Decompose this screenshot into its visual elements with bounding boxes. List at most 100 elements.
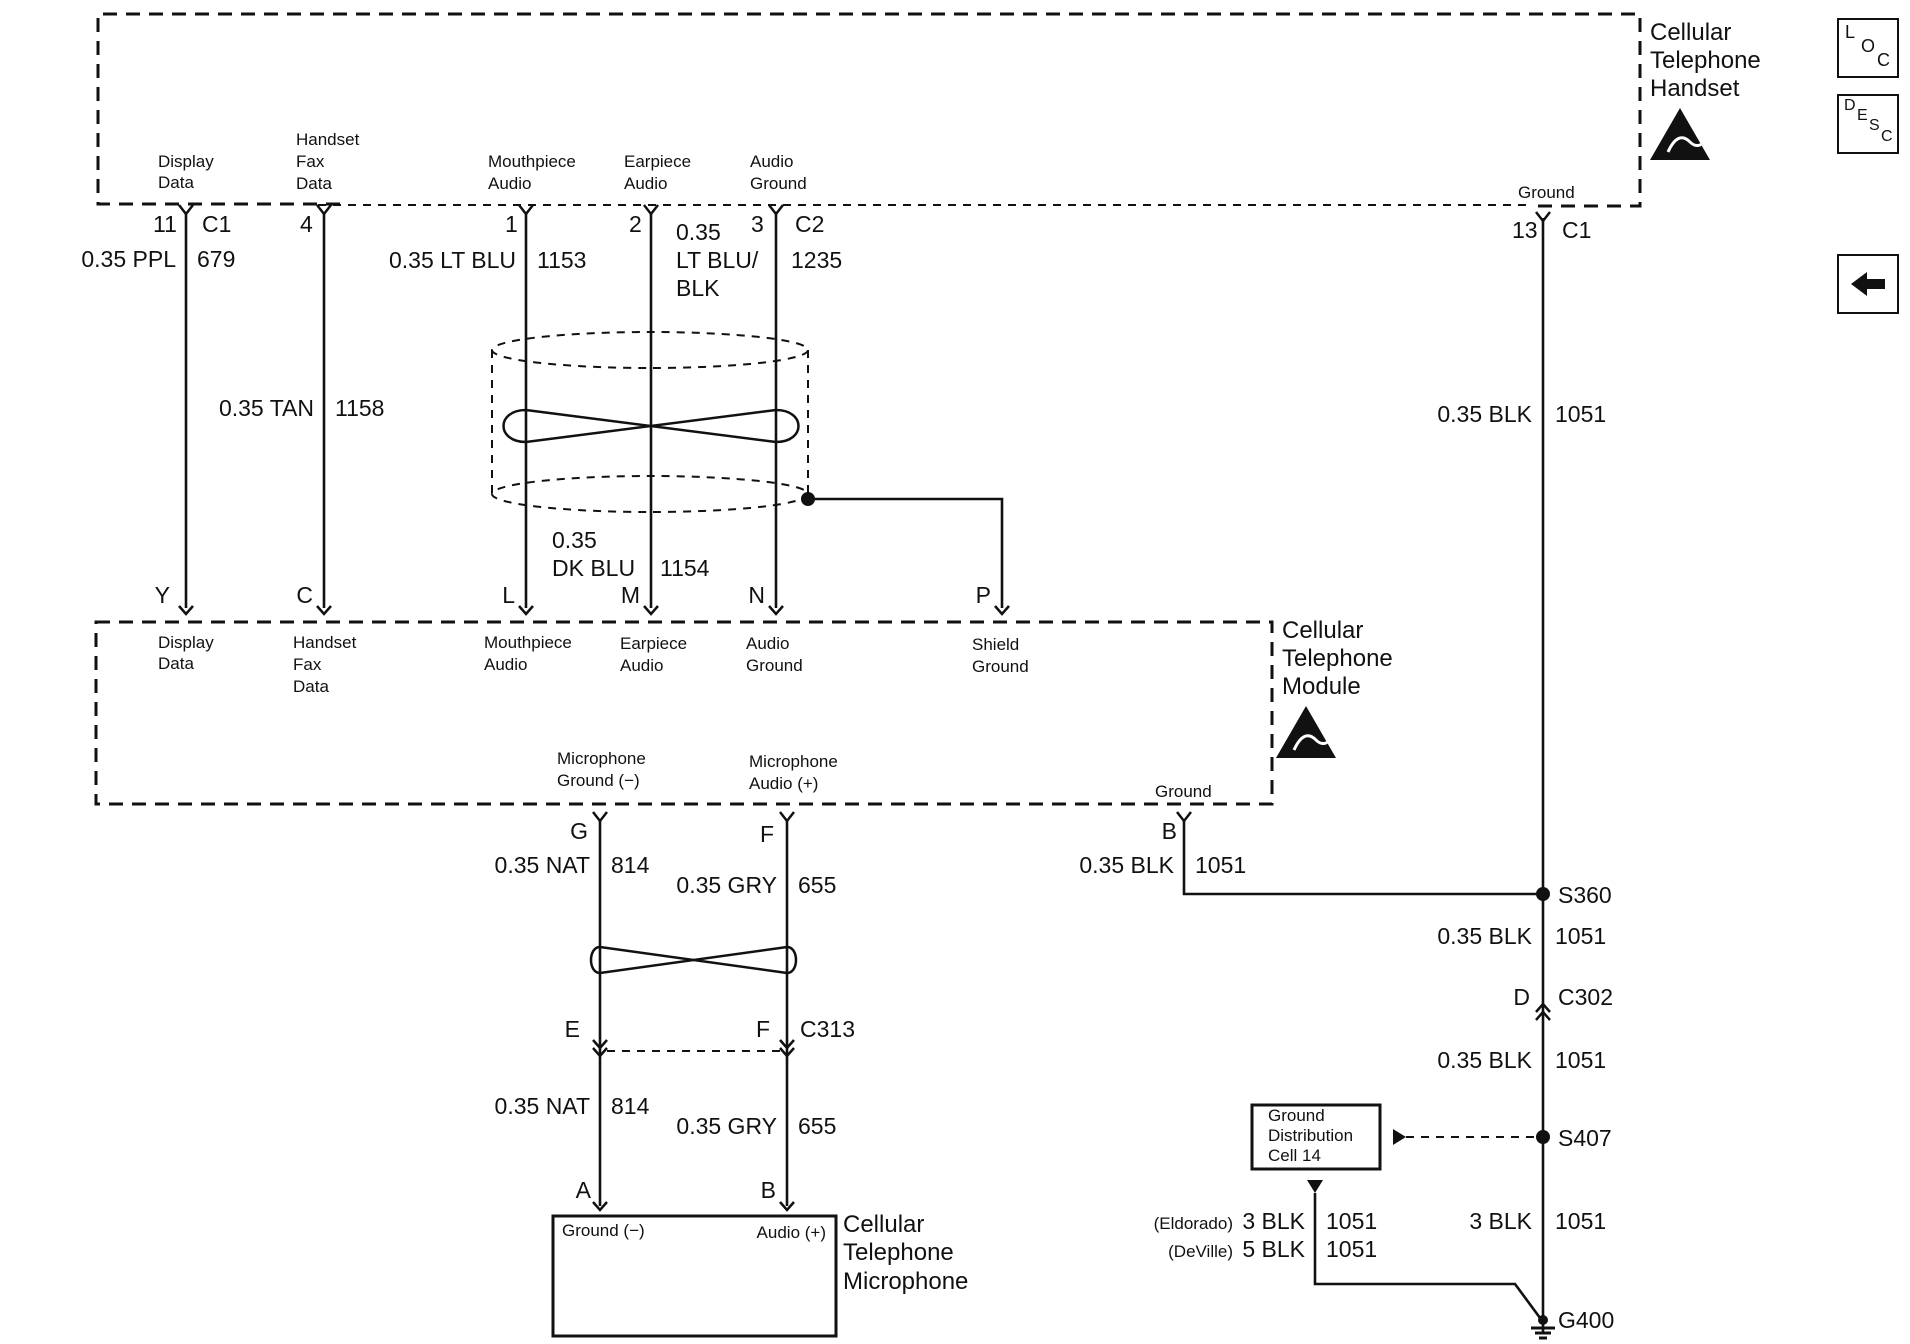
svg-text:Data: Data <box>293 677 329 696</box>
wire-655-a-label: 0.35 GRY 655 <box>676 872 836 898</box>
svg-text:1051: 1051 <box>1326 1236 1377 1262</box>
splice-s360: S360 <box>1536 882 1612 908</box>
module-pin-m-label: Earpiece Audio <box>620 634 687 675</box>
module-pin-p: P <box>976 582 991 608</box>
desc-letter-c: C <box>1881 128 1893 145</box>
svg-text:0.35 BLK: 0.35 BLK <box>1437 401 1532 427</box>
svg-text:Shield: Shield <box>972 635 1019 654</box>
wire-1153-label: 0.35 LT BLU 1153 <box>389 247 586 273</box>
svg-text:Audio: Audio <box>746 634 789 653</box>
pin-11: 11 <box>153 211 177 237</box>
svg-text:Data: Data <box>296 174 332 193</box>
desc-letter-d: D <box>1844 97 1856 114</box>
mic-pin-b: B <box>761 1177 776 1203</box>
module-pin-b: B <box>1162 818 1177 844</box>
connector-chevrons-top <box>178 204 1551 224</box>
c313-name: C313 <box>800 1016 855 1042</box>
module-pin-m: M <box>621 582 640 608</box>
loc-letter-l: L <box>1845 22 1856 42</box>
svg-text:Microphone: Microphone <box>843 1268 968 1295</box>
wire-679-label: 0.35 PPL 679 <box>81 246 235 272</box>
svg-text:1051: 1051 <box>1326 1208 1377 1234</box>
svg-text:Telephone: Telephone <box>843 1239 954 1266</box>
ground-dist-link <box>1393 1129 1536 1145</box>
svg-text:Ground: Ground <box>972 657 1029 676</box>
svg-text:Data: Data <box>158 173 194 192</box>
svg-text:5 BLK: 5 BLK <box>1242 1236 1305 1262</box>
desc-letter-s: S <box>1869 117 1880 134</box>
svg-text:0.35 NAT: 0.35 NAT <box>495 852 590 878</box>
ground-g400-icon <box>1531 1315 1555 1340</box>
back-button[interactable] <box>1837 254 1899 314</box>
module-pin-c-label: Handset Fax Data <box>293 633 357 696</box>
splice-s407: S407 <box>1536 1125 1612 1151</box>
module-pin-n-label: Audio Ground <box>746 634 803 675</box>
svg-text:0.35 GRY: 0.35 GRY <box>676 1113 777 1139</box>
connector-chevrons-module-bottom <box>592 811 1192 824</box>
description-button[interactable]: D E S C <box>1837 94 1899 154</box>
wire-814-b-label: 0.35 NAT 814 <box>495 1093 650 1119</box>
svg-text:Cellular: Cellular <box>843 1211 924 1238</box>
wire-1051-c-label: 0.35 BLK 1051 <box>1437 923 1606 949</box>
svg-text:Ground: Ground <box>1268 1106 1325 1125</box>
handset-name: Cellular Telephone Handset <box>1650 19 1761 102</box>
handset-pin-3-label: Audio Ground <box>750 152 807 193</box>
shield-drain-wire <box>801 492 1004 608</box>
svg-text:1051: 1051 <box>1195 852 1246 878</box>
c313-pin-f: F <box>756 1016 770 1042</box>
svg-text:Ground: Ground <box>750 174 807 193</box>
mic-pin-a-label: Ground (−) <box>562 1221 645 1240</box>
handset-pin-11-label: Display Data <box>158 152 214 192</box>
svg-text:1153: 1153 <box>537 247 586 273</box>
svg-text:679: 679 <box>197 246 235 272</box>
microphone-outline <box>551 1214 838 1338</box>
wire-1051-d-label: 0.35 BLK 1051 <box>1437 1047 1606 1073</box>
svg-text:0.35 BLK: 0.35 BLK <box>1437 1047 1532 1073</box>
svg-text:Telephone: Telephone <box>1282 645 1393 672</box>
wire-1235-label: 0.35 LT BLU/ BLK 1235 <box>676 219 842 301</box>
svg-text:Telephone: Telephone <box>1650 47 1761 74</box>
conn-c2: C2 <box>795 211 824 237</box>
back-arrow-icon <box>1851 272 1885 296</box>
handset-pin-1-label: Mouthpiece Audio <box>488 152 576 193</box>
pin-3: 3 <box>751 211 764 237</box>
twisted-pair-symbol <box>502 408 800 444</box>
svg-text:1051: 1051 <box>1555 1047 1606 1073</box>
svg-text:1154: 1154 <box>660 555 710 581</box>
svg-text:3 BLK: 3 BLK <box>1469 1208 1532 1234</box>
svg-text:S360: S360 <box>1558 882 1612 908</box>
svg-text:D: D <box>1513 984 1530 1010</box>
wire-1051-dev-label: (DeVille) 5 BLK 1051 <box>1168 1236 1377 1262</box>
location-button[interactable]: L O C <box>1837 18 1899 78</box>
svg-text:0.35 PPL: 0.35 PPL <box>81 246 176 272</box>
wire-1051-b-label: 0.35 BLK 1051 <box>1079 852 1246 878</box>
svg-text:Data: Data <box>158 654 194 673</box>
module-pin-l-label: Mouthpiece Audio <box>484 633 572 674</box>
svg-text:Display: Display <box>158 152 214 171</box>
esd-sensitive-icon <box>1276 706 1336 758</box>
svg-text:Audio (+): Audio (+) <box>749 774 818 793</box>
svg-text:LT BLU/: LT BLU/ <box>676 247 759 273</box>
svg-text:Audio: Audio <box>488 174 531 193</box>
ground-dist-down-arrow <box>1307 1180 1545 1323</box>
esd-sensitive-icon <box>1650 108 1710 160</box>
connector-chevrons-module-top <box>178 605 1010 616</box>
svg-text:Audio: Audio <box>750 152 793 171</box>
svg-text:Handset: Handset <box>1650 75 1740 102</box>
handset-outline <box>96 12 1642 208</box>
wire-1051-module <box>1182 820 1543 896</box>
pin-2: 2 <box>629 211 642 237</box>
svg-text:1051: 1051 <box>1555 1208 1606 1234</box>
pin-1: 1 <box>505 211 518 237</box>
svg-text:0.35: 0.35 <box>676 219 721 245</box>
conn-c1-ground: C1 <box>1562 217 1591 243</box>
svg-text:Mouthpiece: Mouthpiece <box>484 633 572 652</box>
ground-distribution-box[interactable]: Ground Distribution Cell 14 <box>1250 1103 1382 1171</box>
module-outline <box>94 620 1274 806</box>
module-pin-g: G <box>570 818 588 844</box>
microphone-name: Cellular Telephone Microphone <box>843 1211 968 1295</box>
module-pin-n: N <box>748 582 765 608</box>
svg-text:C302: C302 <box>1558 984 1613 1010</box>
svg-text:655: 655 <box>798 872 836 898</box>
svg-text:(DeVille): (DeVille) <box>1168 1242 1233 1261</box>
